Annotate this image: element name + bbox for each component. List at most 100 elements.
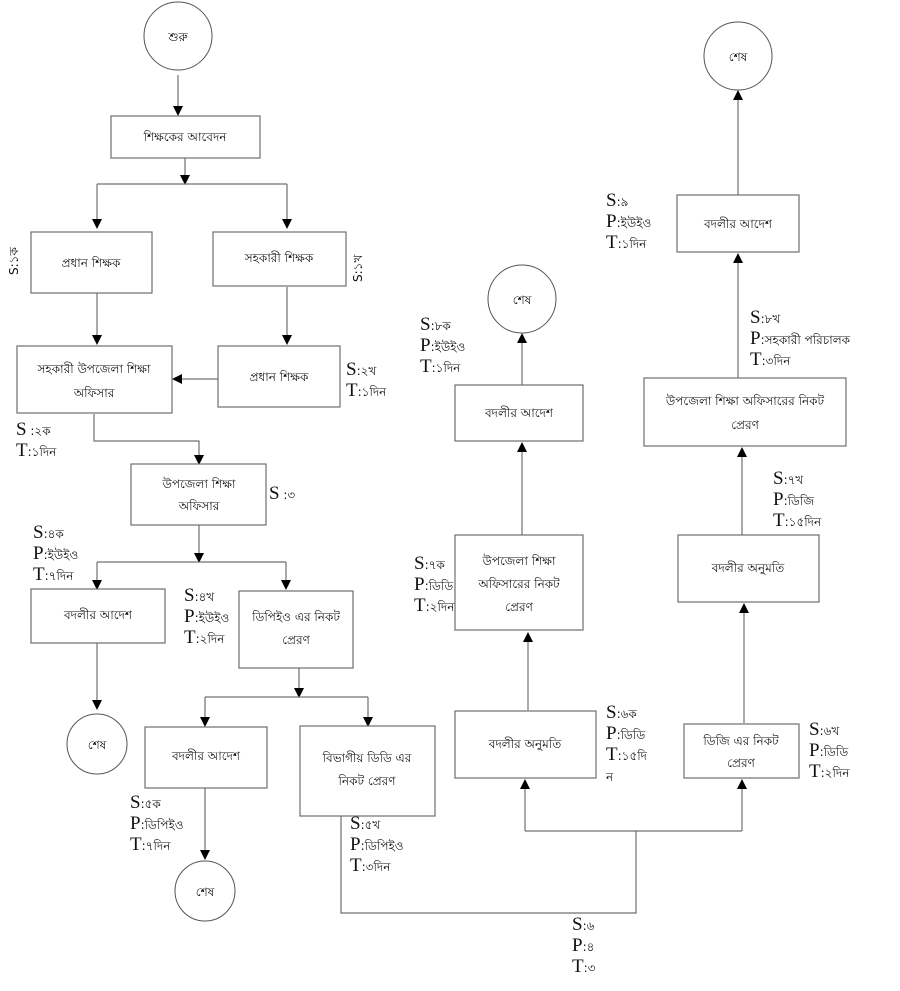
arrowhead bbox=[294, 688, 304, 698]
annotation-blocks: S:২খT:১দিন S :২কT:১দিন S :৩ S:৪কP:ইউইওT:৭দি… bbox=[16, 190, 851, 977]
arrowhead bbox=[520, 779, 530, 789]
transfer-order-label-3: বদলীর আদেশ bbox=[484, 406, 554, 420]
annotation-s1kha: S:১খ bbox=[351, 254, 365, 282]
annotation-s8kha-s: S:৮খ bbox=[750, 307, 781, 328]
arrowhead bbox=[92, 219, 102, 229]
transfer-order-node-3[interactable]: বদলীর আদেশ bbox=[454, 384, 584, 442]
annotation-s4kha-s: S:৪খ bbox=[184, 585, 215, 606]
send-to-upazila-officer-1-line-2: অফিসারের নিকট bbox=[477, 577, 560, 591]
arrowhead bbox=[180, 175, 190, 185]
arrowhead bbox=[200, 717, 210, 727]
end-label-4: শেষ bbox=[729, 50, 748, 64]
send-to-upazila-officer-1-line-1: উপজেলা শিক্ষা bbox=[481, 554, 556, 568]
assistant-teacher-node[interactable]: সহকারী শিক্ষক bbox=[212, 231, 347, 287]
transfer-order-node-1[interactable]: বদলীর আদেশ bbox=[30, 588, 166, 644]
annotation-s5kha-t: T:৩দিন bbox=[350, 855, 391, 876]
annotation-s6: S:৬P:৪T:৩ bbox=[572, 914, 596, 977]
annotation-s5kha: S:৫খP:ডিপিইওT:৩দিন bbox=[350, 813, 404, 876]
annotation-s7kha-s: S:৭খ bbox=[773, 468, 804, 489]
end-node-1[interactable]: শেষ bbox=[66, 713, 128, 775]
end-node-4[interactable]: শেষ bbox=[703, 21, 773, 91]
head-teacher-node-1[interactable]: প্রধান শিক্ষক bbox=[30, 231, 153, 294]
annotation-s8kha: S:৮খP:সহকারী পরিচালকT:৩দিন bbox=[750, 307, 851, 370]
asst-upazila-officer-line-1: সহকারী উপজেলা শিক্ষা bbox=[37, 362, 151, 376]
annotation-s4kha-t: T:২দিন bbox=[184, 627, 225, 648]
end-node-2[interactable]: শেষ bbox=[174, 860, 236, 922]
arrowhead bbox=[739, 603, 749, 613]
assistant-teacher-label: সহকারী শিক্ষক bbox=[244, 251, 314, 265]
start-label: শুরু bbox=[167, 30, 188, 44]
send-to-dpeo-node[interactable]: ডিপিইও এর নিকট প্রেরণ bbox=[238, 590, 354, 669]
annotation-s7ka-t: T:২দিন bbox=[414, 595, 455, 616]
send-to-upazila-officer-1-line-3: প্রেরণ bbox=[505, 600, 533, 614]
arrowhead bbox=[194, 553, 204, 563]
annotation-s7kha-p: P:ডিজি bbox=[773, 489, 814, 510]
transfer-permission-node-2[interactable]: বদলীর অনুমতি bbox=[677, 534, 820, 603]
asst-upazila-officer-node[interactable]: সহকারী উপজেলা শিক্ষা অফিসার bbox=[16, 345, 173, 414]
annotation-s2kha: S:২খT:১দিন bbox=[346, 359, 387, 401]
annotation-s6ka-p: P:ডিডি bbox=[606, 723, 645, 744]
arrowhead bbox=[173, 106, 183, 116]
head-teacher-node-2[interactable]: প্রধান শিক্ষক bbox=[217, 345, 341, 408]
transfer-permission-node-1[interactable]: বদলীর অনুমতি bbox=[454, 710, 597, 779]
annotation-s2ka: S :২কT:১দিন bbox=[16, 419, 57, 461]
annotation-s2ka-s: S :২ক bbox=[16, 419, 51, 440]
arrowhead bbox=[733, 253, 743, 263]
annotation-s6-s: S:৬ bbox=[572, 914, 595, 935]
transfer-permission-label-1: বদলীর অনুমতি bbox=[488, 737, 562, 752]
send-to-divisional-dd-node[interactable]: বিভাগীয় ডিডি এর নিকট প্রেরণ bbox=[299, 725, 436, 817]
annotation-s3: S :৩ bbox=[269, 483, 295, 504]
end-label-2: শেষ bbox=[196, 885, 215, 899]
send-to-upazila-officer-node-1[interactable]: উপজেলা শিক্ষা অফিসারের নিকট প্রেরণ bbox=[454, 534, 584, 631]
arrowhead bbox=[172, 374, 182, 384]
send-to-dg-line-1: ডিজি এর নিকট bbox=[702, 734, 779, 748]
annotations: S:১ক S:১খ bbox=[7, 247, 365, 282]
arrowhead bbox=[517, 333, 527, 343]
transfer-order-label-1: বদলীর আদেশ bbox=[63, 608, 133, 622]
edge-asst-officer-to-upazila-officer bbox=[93, 414, 200, 462]
head-teacher-label-2: প্রধান শিক্ষক bbox=[250, 370, 309, 384]
upazila-officer-line-1: উপজেলা শিক্ষা bbox=[161, 477, 236, 491]
send-to-upazila-officer-node-2[interactable]: উপজেলা শিক্ষা অফিসারের নিকট প্রেরণ bbox=[643, 377, 847, 447]
transfer-permission-label-2: বদলীর অনুমতি bbox=[711, 561, 785, 576]
annotation-s7ka-s: S:৭ক bbox=[414, 553, 445, 574]
annotation-s7kha-t: T:১৫দিন bbox=[773, 510, 822, 531]
teacher-application-label: শিক্ষকের আবেদন bbox=[143, 130, 228, 144]
annotation-s6kha-s: S:৬খ bbox=[809, 719, 840, 740]
annotation-s6ka-t-wrap: ন bbox=[605, 770, 614, 784]
head-teacher-label-1: প্রধান শিক্ষক bbox=[62, 256, 121, 270]
teacher-application-node[interactable]: শিক্ষকের আবেদন bbox=[110, 115, 261, 159]
arrowhead bbox=[92, 335, 102, 345]
send-to-dpeo-line-1: ডিপিইও এর নিকট bbox=[251, 610, 340, 624]
send-to-divisional-dd-line-1: বিভাগীয় ডিডি এর bbox=[322, 751, 412, 765]
annotation-s2kha-s: S:২খ bbox=[346, 359, 377, 380]
annotation-s5kha-s: S:৫খ bbox=[350, 813, 381, 834]
arrowhead bbox=[733, 90, 743, 100]
end-node-3[interactable]: শেষ bbox=[487, 264, 557, 334]
transfer-order-node-4[interactable]: বদলীর আদেশ bbox=[676, 194, 800, 253]
arrowhead bbox=[737, 447, 747, 457]
annotation-s6ka-t: T:১৫দি bbox=[606, 744, 648, 765]
arrowhead bbox=[200, 850, 210, 860]
end-label-3: শেষ bbox=[513, 293, 532, 307]
send-to-upazila-officer-2-line-1: উপজেলা শিক্ষা অফিসারের নিকট bbox=[665, 394, 825, 408]
transfer-order-node-2[interactable]: বদলীর আদেশ bbox=[144, 726, 268, 789]
annotation-s6-p: P:৪ bbox=[572, 935, 594, 956]
arrowhead bbox=[281, 580, 291, 590]
annotation-s8ka-s: S:৮ক bbox=[420, 314, 451, 335]
annotation-s4ka-p: P:ইউইও bbox=[33, 543, 78, 564]
upazila-officer-node[interactable]: উপজেলা শিক্ষা অফিসার bbox=[130, 463, 267, 526]
arrowhead bbox=[517, 442, 527, 452]
start-node[interactable]: শুরু bbox=[143, 1, 213, 71]
asst-upazila-officer-line-2: অফিসার bbox=[73, 386, 115, 400]
arrowhead bbox=[194, 455, 204, 465]
send-to-dg-line-2: প্রেরণ bbox=[727, 756, 755, 770]
annotation-s4ka-s: S:৪ক bbox=[33, 522, 64, 543]
annotation-s4ka-t: T:৭দিন bbox=[33, 564, 74, 585]
arrowhead bbox=[282, 219, 292, 229]
send-to-dg-node[interactable]: ডিজি এর নিকট প্রেরণ bbox=[683, 723, 800, 779]
annotation-s6-t: T:৩ bbox=[572, 956, 596, 977]
